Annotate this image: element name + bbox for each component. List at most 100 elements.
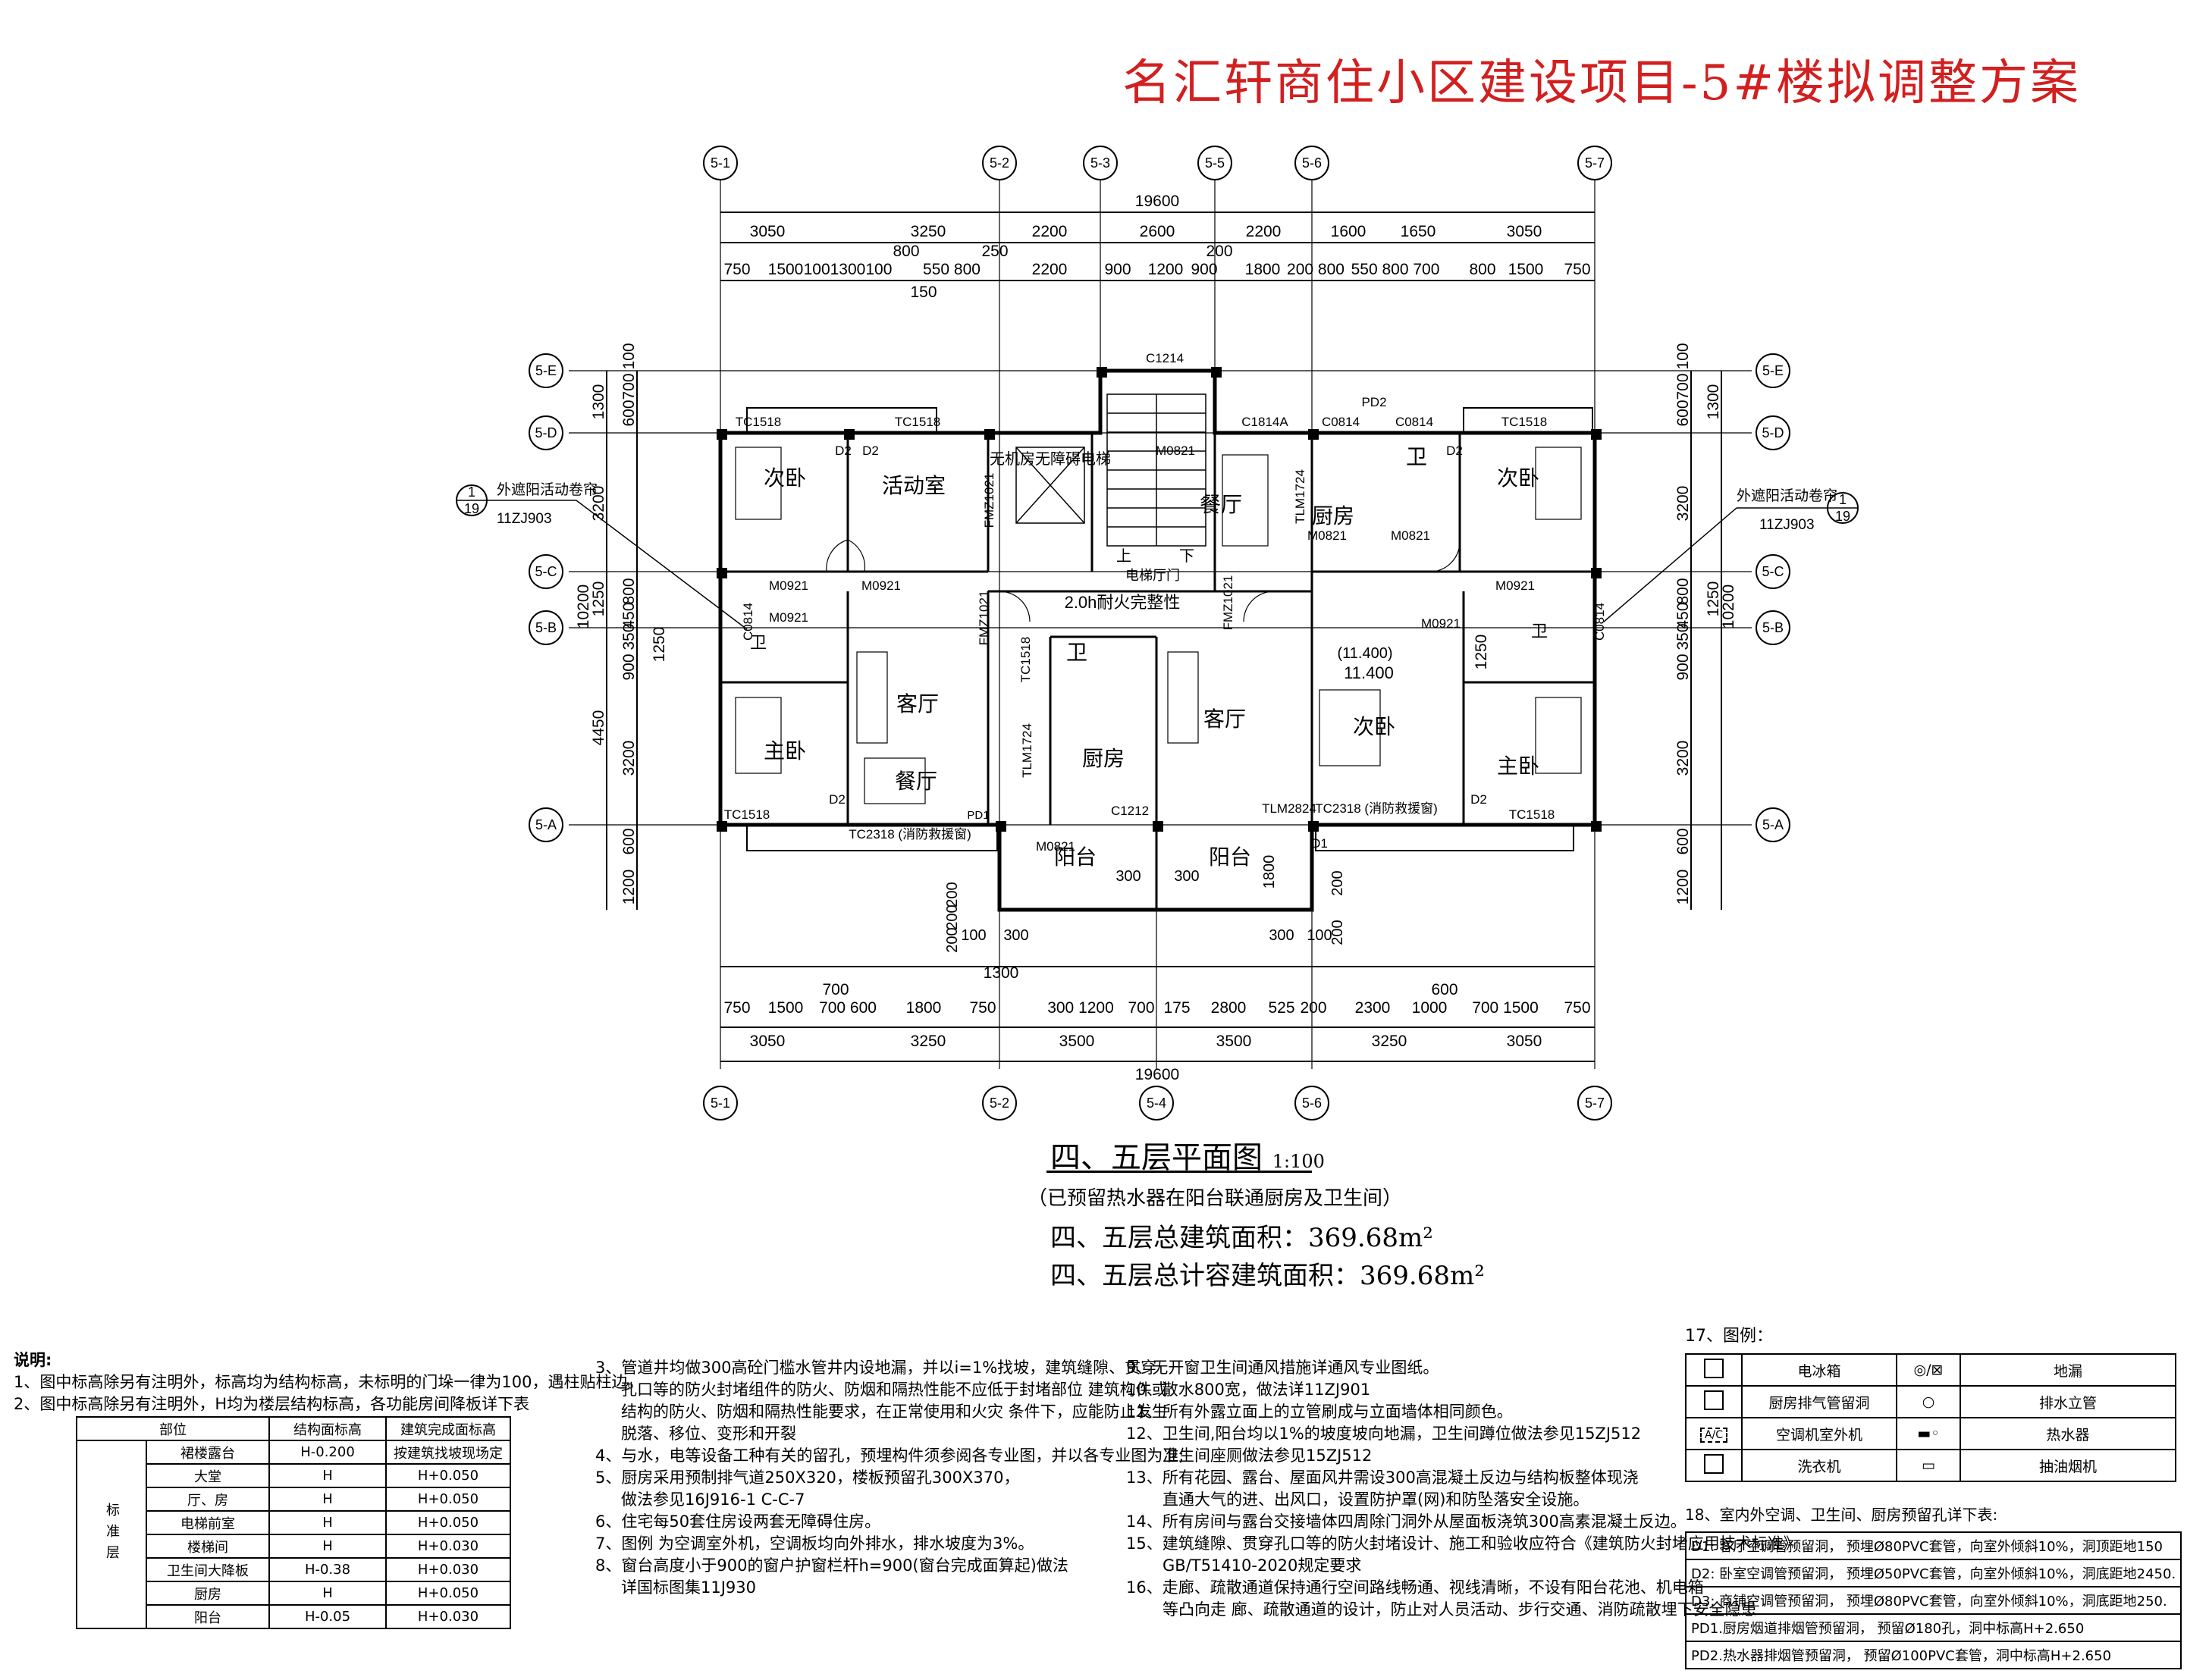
elevator-label: 无机房无障碍电梯	[990, 450, 1111, 468]
svg-text:5-6: 5-6	[1302, 1095, 1322, 1111]
room-bedroom2-right: 次卧	[1497, 466, 1539, 490]
columns	[717, 367, 1602, 832]
svg-text:TC1518: TC1518	[1501, 415, 1547, 429]
svg-text:5-1: 5-1	[711, 1095, 730, 1111]
svg-text:100: 100	[1307, 927, 1332, 944]
svg-text:300: 300	[1115, 868, 1141, 885]
axis-top-2: 5-2	[982, 146, 1017, 180]
shade-callout-left: 1 19 外遮阳活动卷帘 11ZJ903	[456, 481, 748, 630]
svg-text:200: 200	[944, 882, 961, 907]
svg-text:200: 200	[1206, 243, 1232, 260]
svg-text:800: 800	[620, 578, 638, 604]
ac-unit-icon: A/C	[1699, 1428, 1728, 1443]
svg-text:750: 750	[1564, 261, 1590, 278]
svg-text:1250: 1250	[1705, 581, 1722, 617]
axis-bot-1: 5-1	[703, 1086, 738, 1121]
plan-note: （已预留热水器在阳台联通厨房及卫生间）	[1028, 1187, 1403, 1210]
svg-text:1650: 1650	[1401, 223, 1436, 240]
svg-text:2200: 2200	[1246, 223, 1282, 240]
axis-top-5: 5-6	[1294, 146, 1329, 180]
axis-right-C: 5-C	[1756, 554, 1790, 589]
svg-text:200: 200	[1300, 999, 1326, 1017]
axis-bot-3: 5-4	[1139, 1086, 1174, 1121]
svg-text:TC2318 (消防救援窗): TC2318 (消防救援窗)	[1315, 801, 1438, 816]
svg-text:FMZ1021: FMZ1021	[1221, 575, 1235, 631]
axis-left-E: 5-E	[529, 353, 563, 388]
axis-right-A: 5-A	[1756, 807, 1790, 842]
svg-text:2600: 2600	[1140, 223, 1175, 240]
range-hood-icon: ▭	[1922, 1457, 1935, 1474]
exhaust-duct-icon	[1704, 1390, 1724, 1410]
svg-text:700: 700	[822, 981, 849, 998]
axis-bot-5: 5-7	[1577, 1086, 1612, 1121]
title-underline	[1046, 1171, 1312, 1173]
svg-text:3200: 3200	[1674, 486, 1692, 522]
drawing-title: 名汇轩商住小区建设项目-5#楼拟调整方案	[1122, 55, 2081, 111]
plan-scale: 1:100	[1272, 1151, 1325, 1172]
room-dining-right: 餐厅	[1200, 493, 1242, 516]
svg-text:3200: 3200	[1674, 741, 1692, 776]
svg-text:800: 800	[1674, 578, 1692, 604]
elevator-hall-note: 电梯厅门	[1125, 568, 1180, 583]
room-balcony-1: 阳台	[1054, 845, 1097, 869]
svg-text:5-A: 5-A	[1762, 817, 1784, 832]
svg-text:100: 100	[620, 343, 638, 369]
svg-text:100: 100	[961, 927, 986, 944]
svg-text:1200: 1200	[1674, 870, 1692, 905]
svg-text:5-6: 5-6	[1302, 155, 1322, 171]
svg-text:1500: 1500	[768, 999, 804, 1017]
svg-text:1250: 1250	[651, 627, 668, 663]
svg-text:2800: 2800	[1211, 999, 1247, 1017]
svg-text:M0821: M0821	[1391, 528, 1430, 543]
svg-text:M0921: M0921	[1495, 578, 1535, 593]
balcony-dims: 300 300 200 200 1800 200 100 300 300 100…	[944, 855, 1346, 953]
svg-text:5-D: 5-D	[1762, 425, 1784, 440]
svg-text:11ZJ903: 11ZJ903	[497, 511, 552, 527]
svg-text:5-2: 5-2	[990, 155, 1009, 171]
svg-text:D2: D2	[835, 444, 852, 458]
plan-title: 四、五层平面图 1:100	[1050, 1140, 1325, 1175]
svg-text:175: 175	[1163, 999, 1190, 1017]
stair-down: 下	[1179, 548, 1194, 565]
axis-bot-2: 5-2	[982, 1086, 1017, 1121]
elevator	[1015, 447, 1085, 524]
svg-text:5-C: 5-C	[1762, 564, 1784, 579]
legend-heading: 17、图例：	[1685, 1327, 1773, 1346]
svg-text:19: 19	[1835, 509, 1850, 524]
svg-text:450: 450	[620, 602, 638, 628]
svg-text:1000: 1000	[1412, 999, 1448, 1017]
svg-text:250: 250	[981, 243, 1008, 260]
room-bath-right: 卫	[1406, 445, 1427, 469]
door-swings	[826, 539, 1461, 622]
svg-text:300: 300	[1003, 927, 1028, 944]
svg-text:C1214: C1214	[1146, 351, 1184, 365]
svg-text:M0921: M0921	[769, 578, 808, 593]
svg-text:D1: D1	[1311, 836, 1328, 851]
room-bedroom-center: 次卧	[1353, 715, 1395, 738]
level-mark: 11.400	[1344, 663, 1394, 682]
svg-text:TC1518: TC1518	[1018, 637, 1033, 682]
svg-text:600: 600	[1674, 400, 1692, 426]
svg-text:1001300100: 1001300100	[804, 261, 893, 278]
dimension-text-vertical: 100 700 600 1300 3200 800 450 350 900 44…	[575, 343, 1737, 904]
svg-text:600: 600	[1674, 828, 1692, 854]
room-balcony-2: 阳台	[1209, 845, 1251, 869]
svg-text:525: 525	[1268, 999, 1294, 1017]
svg-text:1200: 1200	[1148, 261, 1184, 278]
reserve-heading: 18、室内外空调、卫生间、厨房预留孔详下表:	[1685, 1506, 1998, 1524]
notes-col-1: 说明: 1、图中标高除另有注明外，标高均为结构标高，未标明的门垛一律为100，遇…	[14, 1351, 644, 1413]
svg-text:D2: D2	[829, 792, 846, 807]
svg-text:FMZ1021: FMZ1021	[982, 473, 996, 528]
stair-up: 上	[1116, 547, 1131, 565]
svg-text:C0814: C0814	[1592, 603, 1607, 641]
notes-col-2: 3、管道井均做300高砼门槛水管井内设地漏，并以i=1%找坡，建筑缝隙、贯穿 孔…	[595, 1359, 1184, 1597]
svg-text:TC2318 (消防救援窗): TC2318 (消防救援窗)	[849, 827, 971, 842]
svg-text:800: 800	[893, 243, 919, 260]
svg-text:3050: 3050	[750, 223, 786, 240]
svg-text:1600: 1600	[1331, 223, 1366, 240]
svg-text:300 1200: 300 1200	[1047, 999, 1114, 1017]
svg-text:PD1: PD1	[967, 809, 989, 822]
svg-text:TC1518: TC1518	[895, 415, 940, 429]
